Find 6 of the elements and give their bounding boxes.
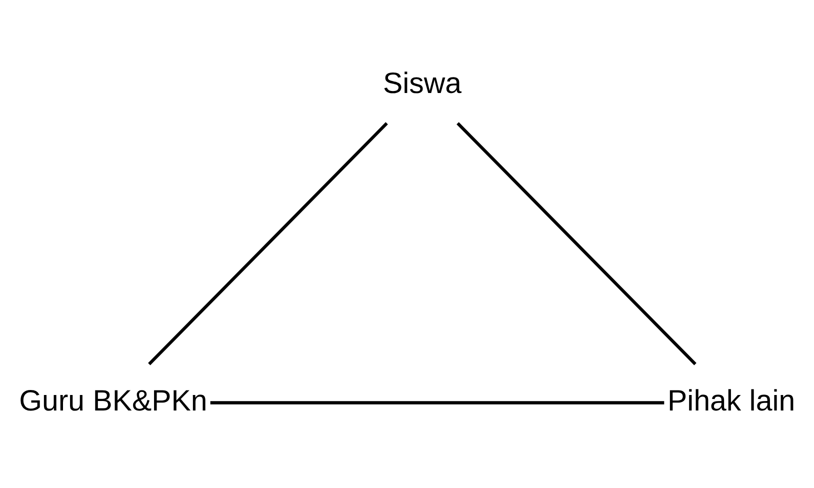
node-text: Siswa bbox=[383, 67, 462, 100]
node-text: Pihak lain bbox=[668, 384, 796, 418]
node-text: Guru BK&PKn bbox=[19, 384, 208, 418]
connector bbox=[148, 122, 388, 366]
connector bbox=[456, 122, 696, 366]
connector bbox=[210, 401, 664, 404]
